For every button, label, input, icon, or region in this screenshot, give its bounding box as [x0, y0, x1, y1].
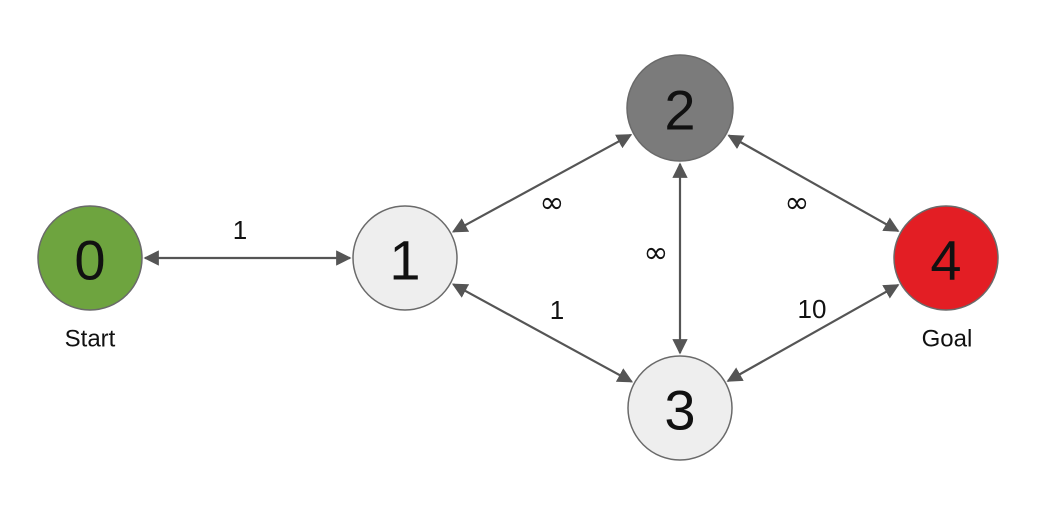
start-caption: Start — [65, 326, 116, 353]
node-1: 1 — [352, 205, 458, 311]
edge-2-4 — [727, 134, 900, 232]
node-4-label: 4 — [930, 229, 961, 292]
edge-weight-2-3: ∞ — [644, 236, 669, 271]
edge-weight-2-4: ∞ — [785, 186, 810, 221]
edge-weight-3-4: 10 — [798, 294, 827, 324]
node-0-label: 0 — [74, 229, 105, 292]
node-3-circle — [627, 355, 733, 461]
node-1-circle — [352, 205, 458, 311]
node-2-label: 2 — [664, 79, 695, 142]
edge-weight-1-3: 1 — [550, 295, 564, 325]
edge-weight-1-2: ∞ — [540, 186, 565, 221]
node-4-circle — [893, 205, 999, 311]
node-2: 2 — [626, 54, 734, 162]
edge-1-3 — [451, 283, 634, 383]
node-3-label: 3 — [664, 379, 695, 442]
nodes-layer: 0 1 2 3 4 — [37, 54, 999, 461]
node-3: 3 — [627, 355, 733, 461]
edge-3-4 — [726, 284, 900, 382]
node-1-label: 1 — [389, 229, 420, 292]
edge-1-2 — [451, 133, 633, 233]
edges-layer — [143, 133, 900, 383]
node-0-circle — [37, 205, 143, 311]
edge-weight-0-1: 1 — [233, 215, 247, 245]
goal-caption: Goal — [922, 326, 973, 353]
edge-labels-layer: 1 ∞ 1 ∞ ∞ 10 — [233, 186, 827, 326]
node-0: 0 — [37, 205, 143, 311]
node-4: 4 — [893, 205, 999, 311]
node-2-circle — [626, 54, 734, 162]
captions-layer: Start Goal — [65, 326, 973, 353]
